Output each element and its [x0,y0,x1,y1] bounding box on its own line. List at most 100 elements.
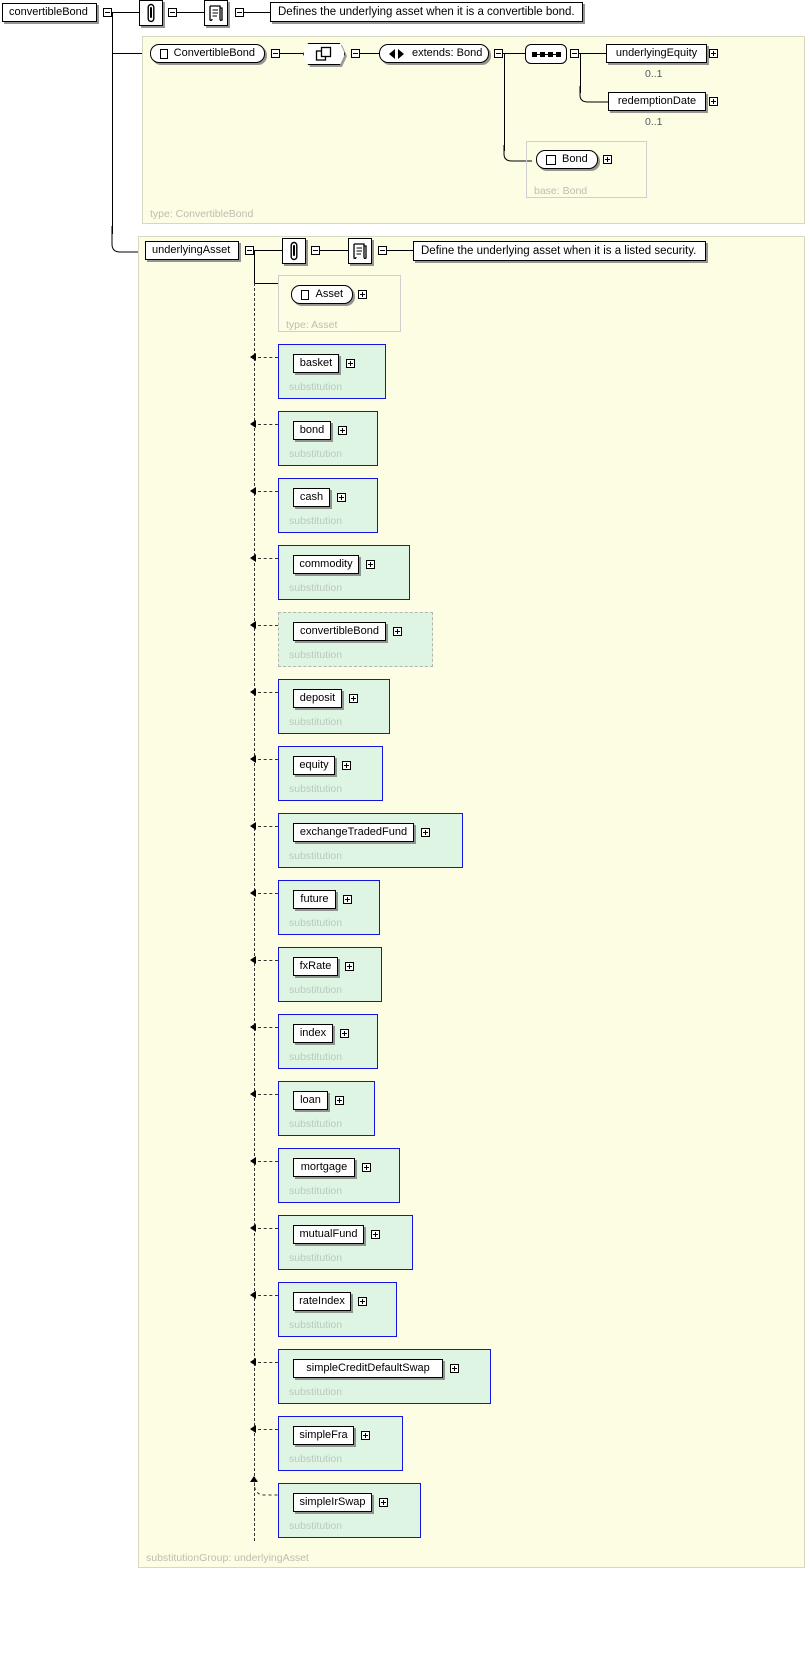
extends-right-triangle-icon [398,48,404,59]
toggle-extends[interactable] [494,49,503,58]
connector-root-to-annotation [112,12,139,13]
substitution-element-mutualFund[interactable]: mutualFund [293,1225,364,1244]
toggle-mortgage[interactable] [362,1163,371,1172]
toggle-bond[interactable] [338,426,347,435]
toggle-simpleIrSwap[interactable] [379,1498,388,1507]
toggle-rateIndex[interactable] [358,1297,367,1306]
substitution-element-rateIndex[interactable]: rateIndex [293,1292,351,1311]
connector-type-to-compositor [280,53,303,54]
substitution-element-simpleCreditDefaultSwap[interactable]: simpleCreditDefaultSwap [293,1359,443,1378]
substitution-card-exchangeTradedFund[interactable]: exchangeTradedFund substitution [278,813,463,868]
substitution-card-equity[interactable]: equity substitution [278,746,383,801]
substitution-footer-label: substitution [289,783,343,795]
toggle-sequence[interactable] [570,49,579,58]
toggle-compositor[interactable] [351,49,360,58]
toggle-convertible-bond[interactable] [103,8,112,17]
substitution-element-simpleFra[interactable]: simpleFra [293,1426,354,1445]
root-element-convertible-bond[interactable]: convertibleBond [2,3,97,22]
toggle-index[interactable] [340,1029,349,1038]
substitution-arrow-icon [250,621,256,629]
substitution-element-label: simpleCreditDefaultSwap [306,1362,430,1374]
sequence-line [532,54,560,55]
substitution-element-simpleIrSwap[interactable]: simpleIrSwap [293,1493,372,1512]
substitution-element-exchangeTradedFund[interactable]: exchangeTradedFund [293,823,414,842]
toggle-documentation[interactable] [235,8,244,17]
substitution-connector [258,1027,278,1028]
toggle-redemption-date[interactable] [709,97,718,106]
substitution-connector [258,424,278,425]
toggle-future[interactable] [343,895,352,904]
type-capsule-convertible-bond[interactable]: ConvertibleBond [150,44,265,63]
document-icon [204,0,228,26]
substitution-element-loan[interactable]: loan [293,1091,328,1110]
substitution-element-future[interactable]: future [293,890,336,909]
extends-capsule-bond[interactable]: extends: Bond [379,44,489,63]
sequence-dot [539,51,545,57]
substitution-element-index[interactable]: index [293,1024,333,1043]
substitution-element-equity[interactable]: equity [293,756,335,775]
sequence-icon[interactable] [525,44,567,64]
toggle-cash[interactable] [337,493,346,502]
toggle-simpleFra[interactable] [361,1431,370,1440]
toggle-loan[interactable] [335,1096,344,1105]
substitution-connector [258,1161,278,1162]
toggle-commodity[interactable] [366,560,375,569]
substitution-element-cash[interactable]: cash [293,488,330,507]
substitution-footer-label: substitution [289,850,343,862]
toggle-type-asset[interactable] [358,290,367,299]
substitution-connector [258,1429,278,1430]
child-element-redemption-date[interactable]: redemptionDate [608,92,706,111]
substitution-element-basket[interactable]: basket [293,354,339,373]
substitution-element-label: deposit [299,692,336,704]
toggle-annotation[interactable] [168,8,177,17]
toggle-fxRate[interactable] [345,962,354,971]
toggle-simpleCreditDefaultSwap[interactable] [450,1364,459,1373]
toggle-mutualFund[interactable] [371,1230,380,1239]
base-capsule-bond[interactable]: Bond [536,150,598,169]
substitution-footer-label: substitution [289,515,343,527]
child-element-underlying-equity[interactable]: underlyingEquity [606,44,707,63]
substitution-element-mortgage[interactable]: mortgage [293,1158,355,1177]
toggle-exchangeTradedFund[interactable] [421,828,430,837]
extends-left-triangle-icon [389,48,395,59]
toggle-deposit[interactable] [349,694,358,703]
toggle-type-convertible-bond[interactable] [271,49,280,58]
toggle-convertibleBond[interactable] [393,627,402,636]
substitution-element-commodity[interactable]: commodity [293,555,359,574]
substitution-arrow-icon [250,1358,256,1366]
substitution-element-label: loan [300,1094,321,1106]
toggle-ua-documentation[interactable] [378,246,387,255]
toggle-equity[interactable] [342,761,351,770]
toggle-base-bond[interactable] [603,155,612,164]
substitution-element-convertibleBond[interactable]: convertibleBond [293,622,386,641]
toggle-ua-annotation[interactable] [311,246,320,255]
substitution-element-fxRate[interactable]: fxRate [293,957,338,976]
panel-underlying-asset-footer-label: substitutionGroup: underlyingAsset [146,1552,309,1564]
toggle-underlying-equity[interactable] [709,49,718,58]
substitution-element-bond[interactable]: bond [293,421,331,440]
substitution-element-deposit[interactable]: deposit [293,689,342,708]
connector-compositor-to-extends [360,53,379,54]
substitution-element-label: convertibleBond [300,625,379,637]
substitution-card-cash[interactable]: cash substitution [278,478,378,533]
element-underlying-asset[interactable]: underlyingAsset [145,241,239,260]
toggle-basket[interactable] [346,359,355,368]
extension-icon[interactable] [303,43,345,65]
type-capsule-asset[interactable]: Asset [291,285,353,304]
toggle-underlying-asset[interactable] [245,246,254,255]
